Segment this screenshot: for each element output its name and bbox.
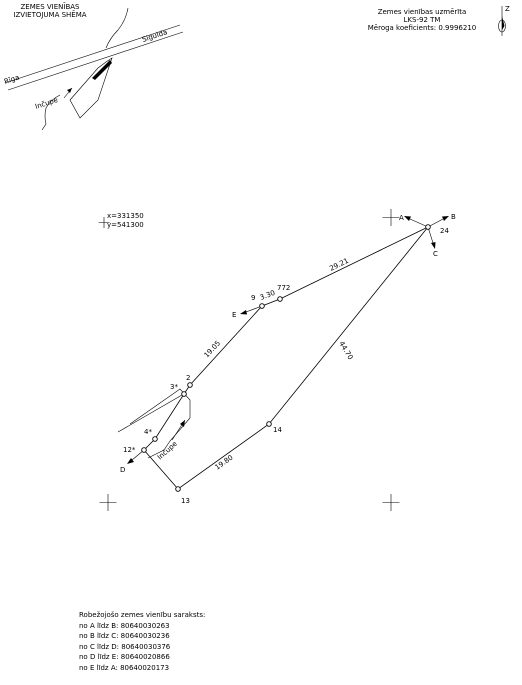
distance-14-24: 44.70: [337, 340, 354, 361]
scale-factor: Mēroga koeficients: 0.9996210: [367, 24, 477, 32]
north-arrow-head: [502, 16, 505, 30]
neighbors-list-row: no D līdz E: 80640020866: [79, 653, 170, 661]
neighbors-list-row: no A līdz B: 80640030263: [79, 621, 170, 630]
neighbors-list-heading: Robežojošo zemes vienību saraksts:: [79, 611, 206, 619]
river-upper: [105, 7, 129, 49]
road-label-riga: Rīga: [3, 73, 20, 85]
arrow-c-head: [431, 242, 436, 249]
distance-9-2: 19.05: [203, 339, 223, 359]
neighbor-label-c: C: [433, 250, 438, 258]
arrow-b-line: [427, 218, 444, 228]
grid-cross-top-right: [382, 209, 400, 226]
point-14-marker: [266, 421, 272, 427]
point-label-14: 14: [273, 426, 282, 434]
grid-cross-bottom-left: [99, 494, 117, 511]
point-label-2: 2: [186, 374, 190, 382]
neighbor-label-b: B: [451, 213, 456, 221]
distance-772-9: 3.30: [259, 289, 276, 302]
grid-crosses: [98, 209, 400, 511]
point-label-13: 13: [181, 497, 190, 505]
arrow-e-head: [240, 310, 247, 315]
plot-boundary: [117, 226, 429, 490]
location-title-line2: IZVIETOJUMA SHĒMA: [13, 11, 87, 19]
river-flow-arrowhead: [67, 88, 72, 93]
river-label-incupe: Inčupe: [34, 96, 59, 111]
neighbors-list: Robežojošo zemes vienību saraksts: no A …: [79, 610, 205, 673]
boundary-points: [141, 224, 431, 492]
neighbors-list-row: no E līdz A: 80640020173: [79, 663, 170, 672]
neighbors-list-row: no B līdz C: 80640030236: [79, 632, 170, 640]
neighbor-label-a: A: [399, 214, 404, 222]
survey-info-line2: LKS-92 TM: [403, 16, 441, 24]
point-labels: 24 772 9 2 3* 4* 12* 13 14: [123, 227, 449, 505]
river-bank-lines: [129, 388, 191, 459]
neighbor-labels: A B C D E: [120, 213, 456, 474]
plot-outline: [69, 57, 113, 119]
river-bank-line-outer: [117, 394, 183, 433]
arrow-e-line: [245, 305, 263, 313]
plan-river-label: Inčupe: [156, 440, 179, 462]
arrow-a-line: [409, 218, 429, 228]
arrow-a-head: [404, 216, 411, 221]
river-lower: [41, 94, 61, 131]
grid-cross-bottom-right: [382, 494, 400, 511]
point-2-marker: [187, 382, 193, 388]
neighbors-list-row: no C līdz D: 80640030376: [79, 642, 171, 651]
point-772-marker: [277, 296, 283, 302]
road-edge-upper: [4, 24, 181, 84]
north-arrow: Z: [498, 5, 510, 36]
north-letter: Z: [505, 5, 510, 13]
grid-y-coordinate: y=541300: [107, 221, 144, 229]
plot-location-mark: [92, 60, 112, 80]
point-9-marker: [259, 303, 265, 309]
location-sketch-title: ZEMES VIENĪBAS IZVIETOJUMA SHĒMA: [12, 3, 88, 19]
point-label-12: 12*: [123, 446, 136, 454]
grid-x-coordinate: x=331350: [107, 212, 144, 220]
arrow-d-head: [127, 458, 134, 464]
point-label-9: 9: [251, 294, 255, 302]
arrow-b-head: [442, 216, 449, 221]
point-13-marker: [175, 486, 181, 492]
grid-coordinates: x=331350 y=541300: [107, 212, 144, 230]
neighbor-label-d: D: [120, 466, 125, 474]
point-label-4: 4*: [144, 428, 152, 436]
neighbor-arrows: [127, 216, 449, 464]
road-edge-lower: [7, 31, 184, 91]
point-label-24: 24: [440, 227, 449, 235]
location-sketch: Rīga Sigulda Inčupe: [3, 7, 184, 131]
grid-cross-top-left: [98, 217, 110, 228]
boundary-polygon: [143, 226, 429, 490]
survey-info: Zemes vienības uzmērīta LKS-92 TM Mēroga…: [358, 8, 486, 32]
point-24-marker: [425, 224, 431, 230]
location-title-line1: ZEMES VIENĪBAS: [20, 3, 80, 11]
point-label-772: 772: [277, 284, 290, 292]
arrow-c-line: [427, 226, 434, 244]
neighbor-label-e: E: [232, 311, 236, 319]
survey-info-line1: Zemes vienības uzmērīta: [377, 8, 467, 16]
point-12-marker: [141, 447, 147, 453]
point-4-marker: [152, 436, 158, 442]
river-flow-arrowhead-plan: [180, 420, 185, 427]
point-label-3: 3*: [170, 383, 178, 391]
point-3-marker: [181, 391, 187, 397]
